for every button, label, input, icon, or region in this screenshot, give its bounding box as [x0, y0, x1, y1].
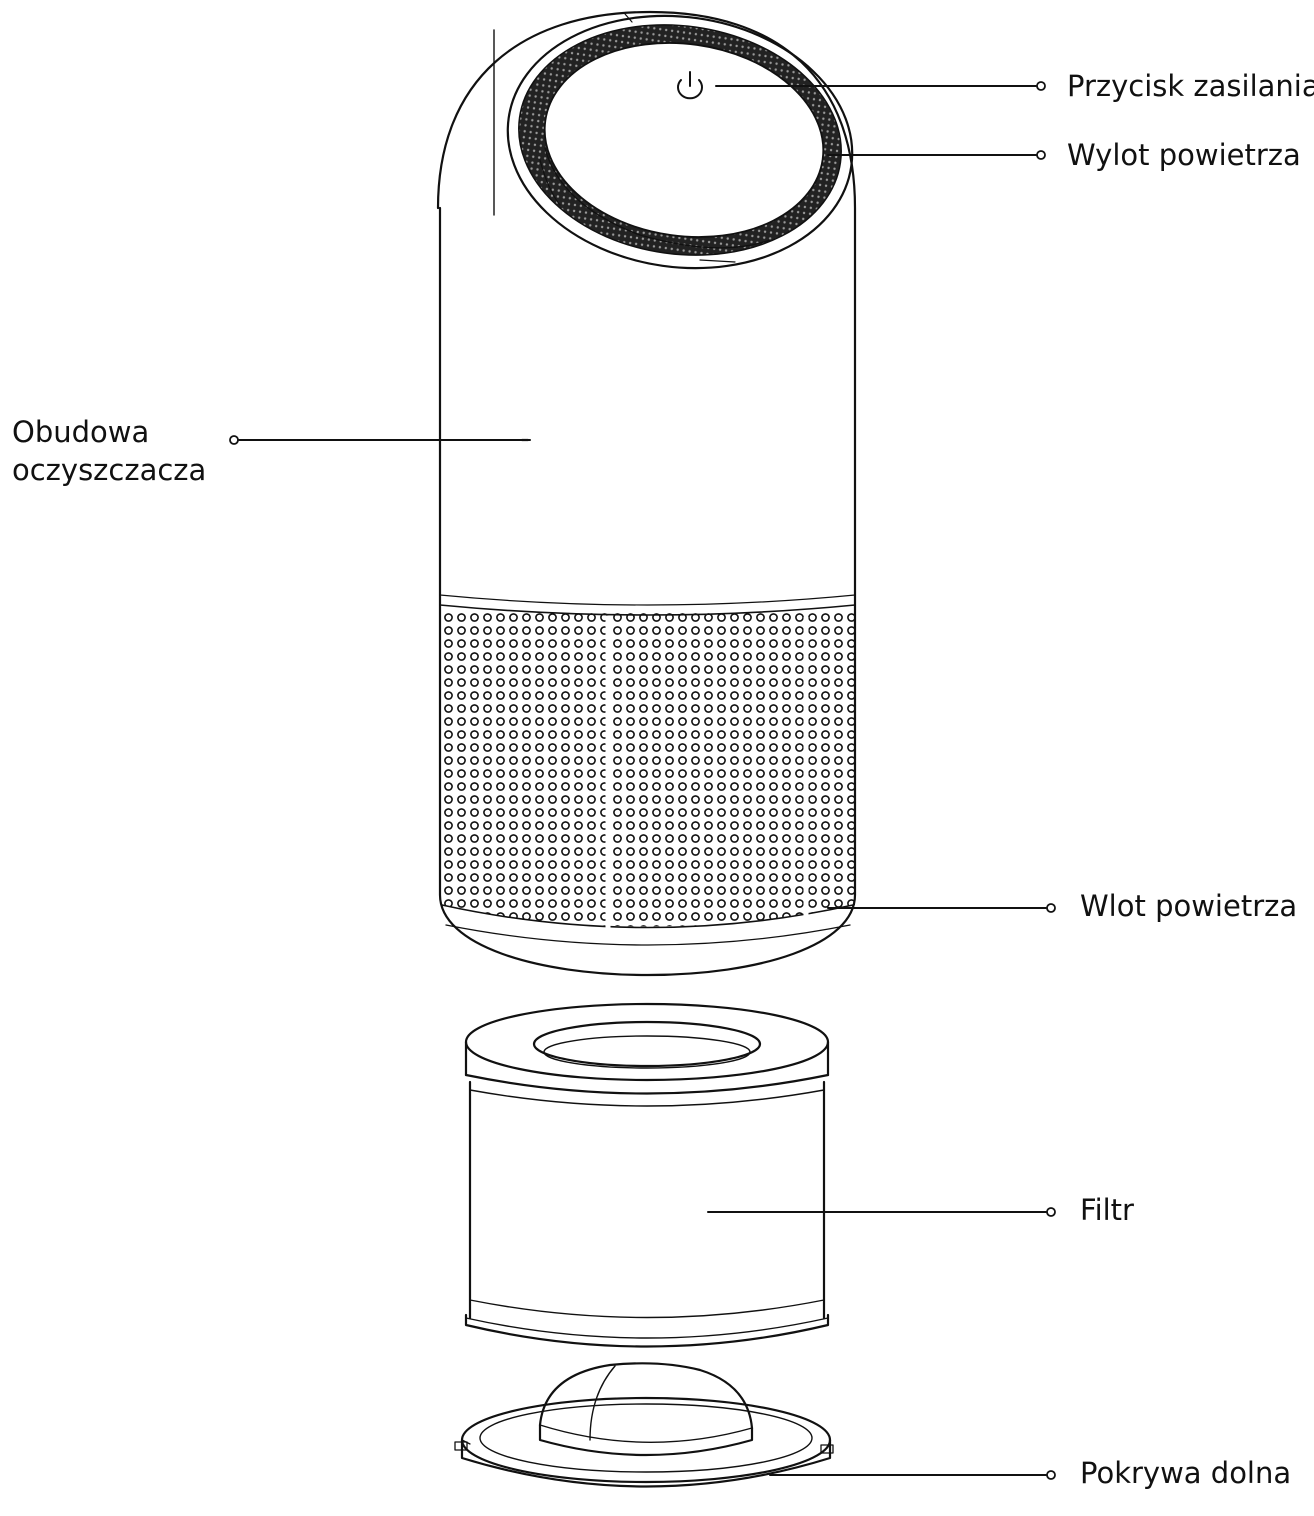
- label-power-button: Przycisk zasilania: [1067, 69, 1314, 103]
- label-filter: Filtr: [1080, 1193, 1134, 1227]
- label-bottom-cover: Pokrywa dolna: [1080, 1456, 1291, 1490]
- bottom-cover: [455, 1363, 833, 1486]
- air-outlet-ring: [491, 0, 868, 290]
- label-housing-line2: oczyszczacza: [12, 453, 206, 487]
- air-inlet-grille: [440, 612, 855, 952]
- label-air-outlet: Wylot powietrza: [1067, 138, 1301, 172]
- label-air-inlet: Wlot powietrza: [1080, 889, 1297, 923]
- label-housing-line1: Obudowa: [12, 415, 149, 449]
- filter-cartridge: [466, 1004, 828, 1347]
